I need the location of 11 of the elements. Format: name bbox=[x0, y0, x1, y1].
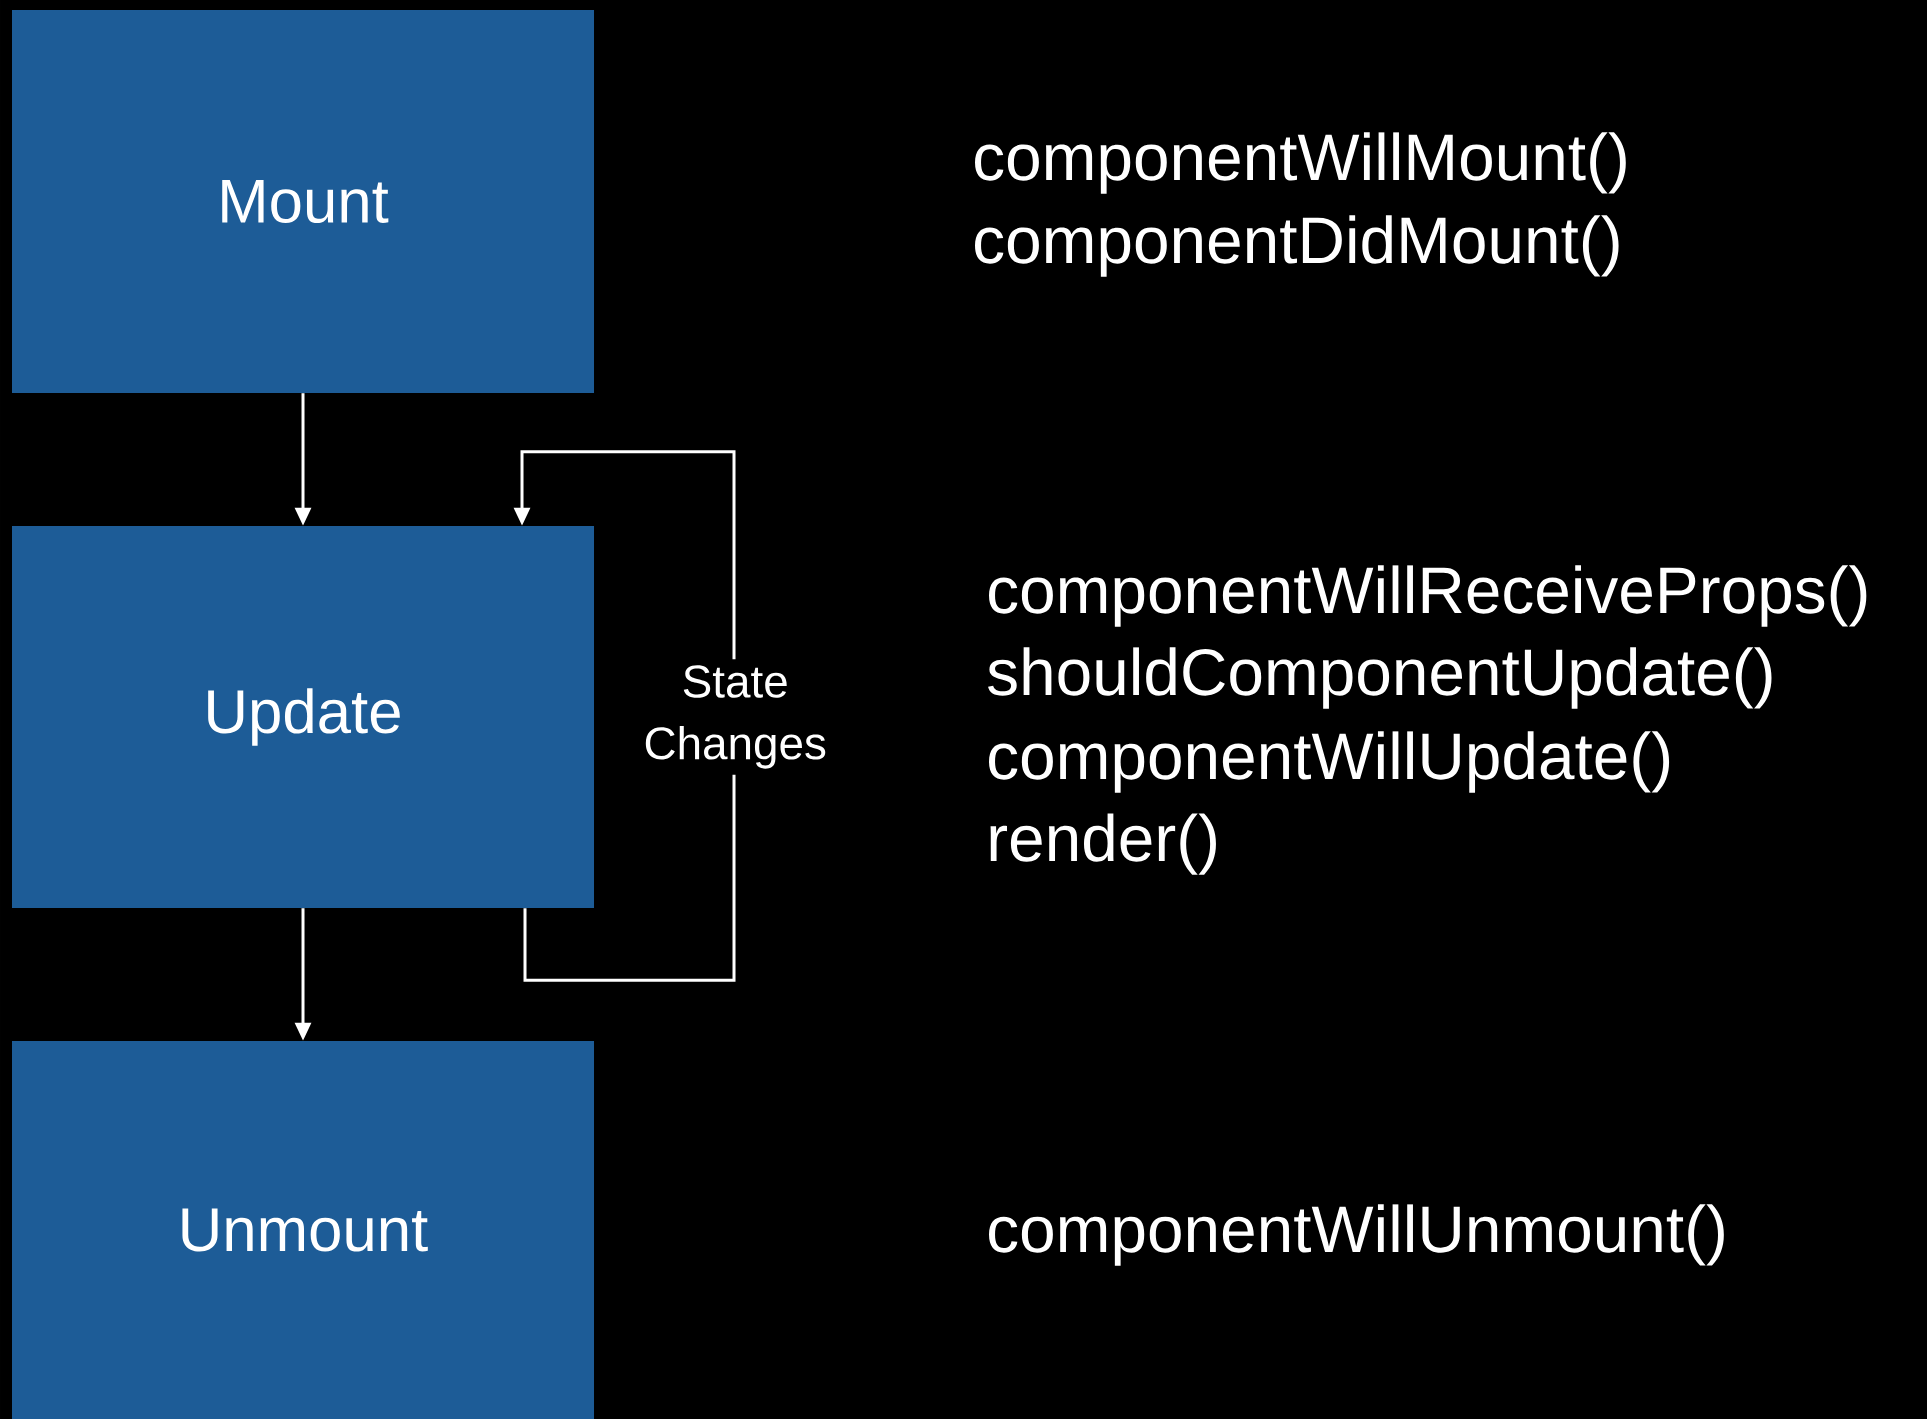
method-name: componentWillUnmount() bbox=[989, 1204, 1724, 1266]
stage-box: Update bbox=[12, 526, 594, 908]
method-name: render() bbox=[990, 813, 1216, 875]
method-name: componentWillMount() bbox=[975, 132, 1626, 194]
stage-box: Mount bbox=[12, 10, 594, 393]
method-name: componentDidMount() bbox=[975, 215, 1619, 277]
stage-box: Unmount bbox=[12, 1041, 594, 1419]
method-name: componentWillReceiveProps() bbox=[989, 565, 1867, 627]
method-name: shouldComponentUpdate() bbox=[988, 647, 1772, 709]
edge-label: State Changes bbox=[629, 659, 842, 775]
method-name: componentWillUpdate() bbox=[989, 731, 1670, 793]
